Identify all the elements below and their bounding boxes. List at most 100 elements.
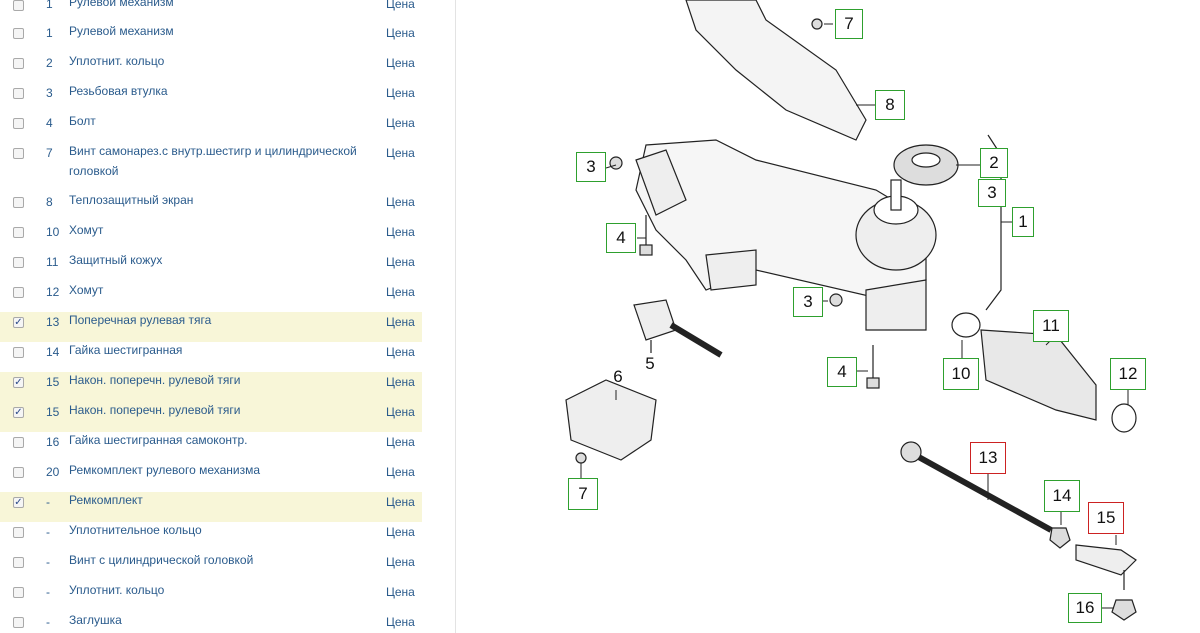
price-link[interactable]: Цена bbox=[386, 615, 415, 629]
row-checkbox[interactable]: ✓ bbox=[13, 377, 24, 388]
row-checkbox[interactable] bbox=[13, 437, 24, 448]
callout-label[interactable]: 10 bbox=[943, 358, 979, 390]
row-checkbox[interactable] bbox=[13, 287, 24, 298]
price-link[interactable]: Цена bbox=[386, 555, 415, 569]
callout-label[interactable]: 2 bbox=[980, 148, 1008, 178]
row-checkbox[interactable]: ✓ bbox=[13, 317, 24, 328]
price-link[interactable]: Цена bbox=[386, 255, 415, 269]
callout-label[interactable]: 3 bbox=[978, 179, 1006, 207]
part-number: 3 bbox=[46, 86, 53, 100]
row-checkbox[interactable] bbox=[13, 617, 24, 628]
callout-label[interactable]: 1 bbox=[1012, 207, 1034, 237]
price-link[interactable]: Цена bbox=[386, 26, 415, 40]
part-number: 13 bbox=[46, 315, 60, 329]
row-checkbox[interactable] bbox=[13, 118, 24, 129]
callout-label[interactable]: 4 bbox=[606, 223, 636, 253]
callout-label[interactable]: 16 bbox=[1068, 593, 1102, 623]
part-name: Уплотнит. кольцо bbox=[69, 54, 165, 68]
callout-label[interactable]: 12 bbox=[1110, 358, 1146, 390]
part-number: 4 bbox=[46, 116, 53, 130]
callout-label[interactable]: 3 bbox=[793, 287, 823, 317]
part-number: 15 bbox=[46, 405, 60, 419]
row-checkbox[interactable] bbox=[13, 28, 24, 39]
row-checkbox[interactable]: ✓ bbox=[13, 497, 24, 508]
callout-label[interactable]: 11 bbox=[1033, 310, 1069, 342]
row-checkbox[interactable]: ✓ bbox=[13, 407, 24, 418]
callout-label[interactable]: 6 bbox=[613, 367, 623, 386]
part-number: - bbox=[46, 555, 50, 569]
price-link[interactable]: Цена bbox=[386, 405, 415, 419]
part-name: Након. поперечн. рулевой тяги bbox=[69, 403, 241, 417]
table-row: 4 Болт Цена bbox=[0, 113, 422, 143]
steering-rack-illustration bbox=[565, 0, 1137, 621]
part-name: Рулевой механизм bbox=[69, 24, 174, 38]
callout-label[interactable]: 4 bbox=[827, 357, 857, 387]
tie-rod-part bbox=[904, 447, 1053, 533]
part-name: Хомут bbox=[69, 223, 104, 237]
row-checkbox[interactable] bbox=[13, 347, 24, 358]
row-checkbox[interactable] bbox=[13, 58, 24, 69]
price-link[interactable]: Цена bbox=[386, 495, 415, 509]
part-number: - bbox=[46, 525, 50, 539]
price-link[interactable]: Цена bbox=[386, 585, 415, 599]
tie-rod-end-part bbox=[1075, 544, 1137, 576]
price-link[interactable]: Цена bbox=[386, 345, 415, 359]
price-link[interactable]: Цена bbox=[386, 116, 415, 130]
price-link[interactable]: Цена bbox=[386, 465, 415, 479]
part-name: Защитный кожух bbox=[69, 253, 163, 267]
callout-label[interactable]: 13 bbox=[970, 442, 1006, 474]
callout-label[interactable]: 15 bbox=[1088, 502, 1124, 534]
part-name: Ремкомплект bbox=[69, 493, 143, 507]
price-link[interactable]: Цена bbox=[386, 146, 415, 160]
row-checkbox[interactable] bbox=[13, 467, 24, 478]
price-link[interactable]: Цена bbox=[386, 86, 415, 100]
callout-label[interactable]: 7 bbox=[568, 478, 598, 510]
row-checkbox[interactable] bbox=[13, 557, 24, 568]
callout-label[interactable]: 5 bbox=[645, 354, 655, 373]
row-checkbox[interactable] bbox=[13, 197, 24, 208]
price-link[interactable]: Цена bbox=[386, 225, 415, 239]
row-checkbox[interactable] bbox=[13, 227, 24, 238]
price-link[interactable]: Цена bbox=[386, 195, 415, 209]
part-number: 8 bbox=[46, 195, 53, 209]
price-link[interactable]: Цена bbox=[386, 315, 415, 329]
heat-shield-part bbox=[685, 0, 867, 141]
row-checkbox[interactable] bbox=[13, 257, 24, 268]
price-link[interactable]: Цена bbox=[386, 375, 415, 389]
callout-label[interactable]: 7 bbox=[835, 9, 863, 39]
price-link[interactable]: Цена bbox=[386, 0, 415, 11]
row-checkbox[interactable] bbox=[13, 527, 24, 538]
price-link[interactable]: Цена bbox=[386, 285, 415, 299]
callout-label[interactable]: 3 bbox=[576, 152, 606, 182]
part-name: Гайка шестигранная bbox=[69, 343, 183, 357]
table-row: 1 Рулевой механизм Цена bbox=[0, 23, 422, 53]
callout-label[interactable]: 8 bbox=[875, 90, 905, 120]
row-checkbox[interactable] bbox=[13, 587, 24, 598]
price-link[interactable]: Цена bbox=[386, 435, 415, 449]
part-number: 1 bbox=[46, 26, 53, 40]
part-name: Хомут bbox=[69, 283, 104, 297]
part-name: Болт bbox=[69, 114, 96, 128]
part-name: Уплотнительное кольцо bbox=[69, 523, 202, 537]
row-checkbox[interactable] bbox=[13, 0, 24, 11]
callout-label[interactable]: 14 bbox=[1044, 480, 1080, 512]
heat-shield-small-part bbox=[565, 379, 657, 461]
row-checkbox[interactable] bbox=[13, 148, 24, 159]
price-link[interactable]: Цена bbox=[386, 525, 415, 539]
row-checkbox[interactable] bbox=[13, 88, 24, 99]
price-link[interactable]: Цена bbox=[386, 56, 415, 70]
part-number: 1 bbox=[46, 0, 53, 11]
